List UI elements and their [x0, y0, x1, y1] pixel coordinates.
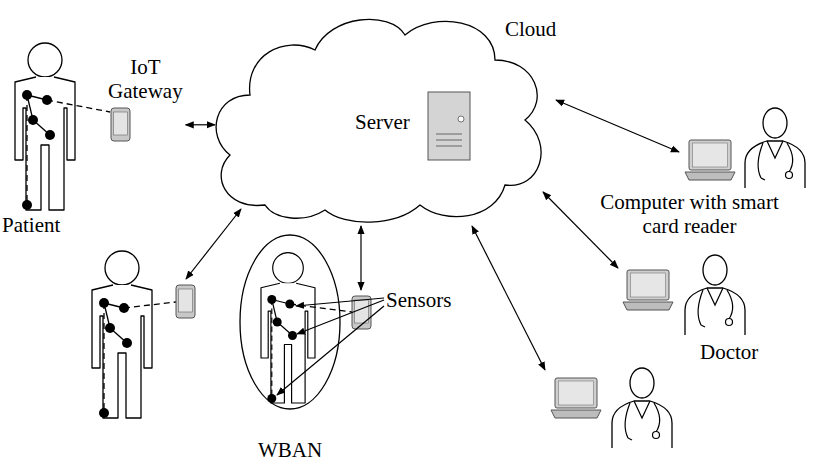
wban-label: WBAN	[218, 438, 362, 462]
patient-figure	[15, 43, 75, 210]
laptop-icon	[685, 140, 735, 180]
laptop-icon	[551, 378, 601, 418]
server-icon	[428, 92, 470, 160]
wban-ellipse: WBAN	[238, 234, 342, 462]
doctor-figure	[685, 255, 745, 335]
bidirectional-arrow	[186, 124, 215, 125]
gateway-device: IoT Gateway	[108, 55, 183, 142]
patient-figure	[92, 251, 152, 418]
doctor-label: Doctor	[700, 340, 758, 364]
gateway-label: IoT Gateway	[108, 55, 183, 103]
patient-figure	[261, 253, 315, 403]
laptop-icon	[623, 270, 673, 310]
cloud-shape: CloudServer	[205, 5, 565, 230]
gateway-phone	[110, 107, 131, 142]
cloud-heading: Cloud	[505, 17, 556, 41]
doctor-figure	[612, 368, 672, 448]
server-label: Server	[355, 110, 410, 134]
doctor-figure	[745, 108, 805, 188]
patient-label: Patient	[2, 213, 60, 237]
computer-label: Computer with smart card reader	[582, 190, 797, 238]
wban-outline	[238, 234, 342, 412]
sensors-label: Sensors	[386, 288, 451, 312]
gateway-phone	[176, 285, 195, 318]
